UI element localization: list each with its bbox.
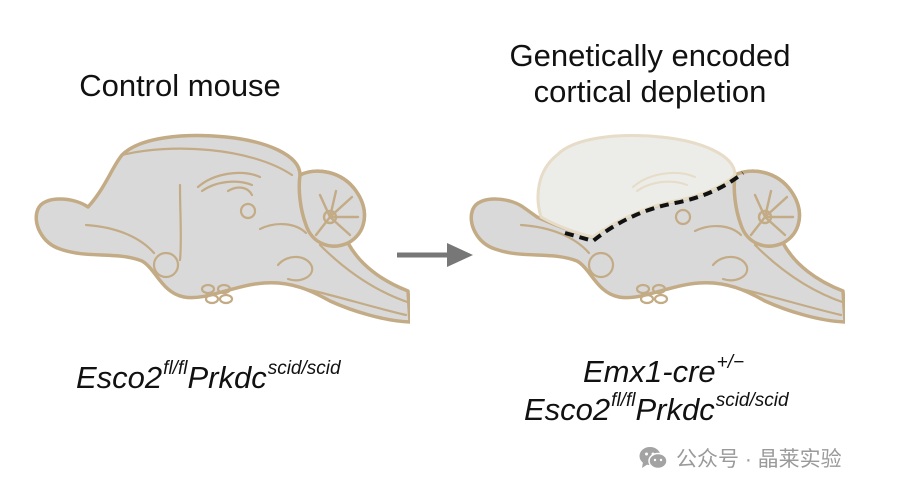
esco2-allele-superscript: fl/fl xyxy=(611,390,636,411)
prkdc-gene: Prkdc xyxy=(635,392,715,427)
depleted-brain-illustration xyxy=(469,134,845,324)
cortical-boundary-dashed-line xyxy=(564,171,745,244)
cortical-depletion-title: Genetically encoded cortical depletion xyxy=(470,38,830,110)
control-brain-illustration xyxy=(34,133,410,324)
emx1-cre-genotype-label: Emx1-cre+/− xyxy=(583,352,745,395)
depleted-cortex-ghost-structures xyxy=(632,171,696,192)
cortical-depletion-title-line-1: Genetically encoded xyxy=(509,38,791,73)
wechat-icon xyxy=(639,447,668,470)
emx1-cre-allele-superscript: +/− xyxy=(716,352,745,373)
prkdc-allele-superscript: scid/scid xyxy=(715,390,789,411)
depleted-cortex-ghost xyxy=(536,134,737,239)
esco2-gene: Esco2 xyxy=(76,360,163,395)
prkdc-gene: Prkdc xyxy=(187,360,267,395)
control-mouse-title: Control mouse xyxy=(79,68,281,103)
cortical-depletion-title-line-2: cortical depletion xyxy=(533,74,767,109)
transition-arrow xyxy=(397,243,473,267)
wechat-watermark: 公众号 · 晶莱实验 xyxy=(638,440,842,476)
control-cerebellum-folia xyxy=(314,189,360,237)
emx1-cre-gene: Emx1-cre xyxy=(583,354,716,389)
depleted-brain-internal-structures xyxy=(519,208,845,317)
control-brain-internal-structures xyxy=(84,147,410,317)
depleted-genotype-label: Esco2fl/flPrkdcscid/scid xyxy=(524,390,789,433)
prkdc-allele-superscript: scid/scid xyxy=(267,358,341,379)
control-genotype-label: Esco2fl/flPrkdcscid/scid xyxy=(76,358,341,401)
watermark-text: 公众号 · 晶莱实验 xyxy=(676,448,842,471)
depleted-cerebellum-folia xyxy=(749,189,795,237)
esco2-allele-superscript: fl/fl xyxy=(163,358,188,379)
esco2-gene: Esco2 xyxy=(524,392,611,427)
